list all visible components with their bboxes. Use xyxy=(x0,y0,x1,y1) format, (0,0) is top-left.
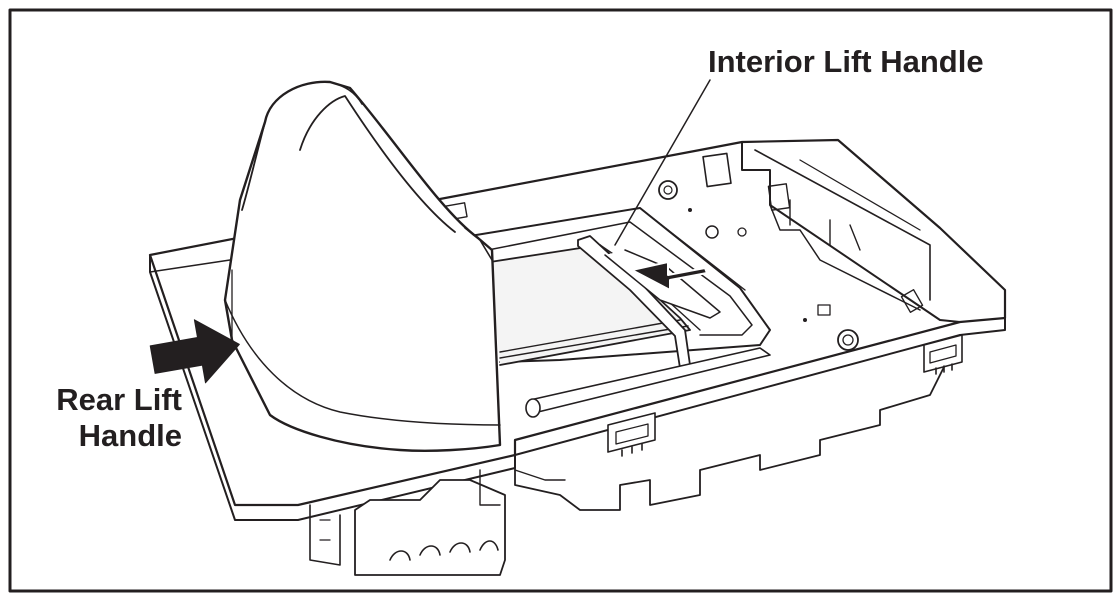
scanner-tower xyxy=(223,80,502,452)
chassis-right-frame xyxy=(741,141,961,323)
frame-slot xyxy=(767,183,791,211)
mounting-hole xyxy=(705,225,719,239)
frame-slot xyxy=(900,289,924,313)
interior-handle-leader xyxy=(614,79,711,246)
connector-port xyxy=(607,412,656,453)
rear-lift-handle-label-line2: Handle xyxy=(78,417,182,453)
lower-chassis xyxy=(514,334,961,511)
mounting-hole xyxy=(737,227,747,237)
rear-handle-arrow xyxy=(149,319,240,384)
tower-window-curve xyxy=(299,95,456,233)
rear-lift-handle-label: Rear Lift Handle xyxy=(30,382,182,453)
bottom-bracket xyxy=(354,479,506,576)
interior-lift-handle-label: Interior Lift Handle xyxy=(708,44,984,79)
mounting-hole xyxy=(658,180,678,200)
frame-slot xyxy=(817,304,831,316)
frame-slot xyxy=(702,152,732,188)
rear-lift-handle-label-line1: Rear Lift xyxy=(56,382,182,417)
connector-port xyxy=(923,334,963,373)
mounting-hole xyxy=(663,185,673,195)
inner-platter xyxy=(489,244,691,366)
thumb-screw xyxy=(837,329,859,351)
interior-handle-arrow xyxy=(631,261,708,291)
plate-right-rim xyxy=(514,317,1006,456)
